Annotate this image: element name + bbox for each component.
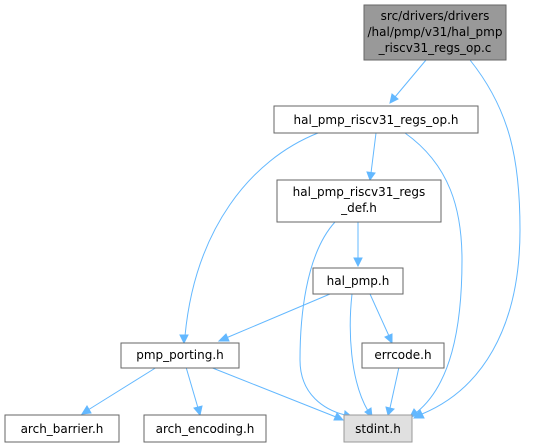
nodes: src/drivers/drivers /hal/pmp/v31/hal_pmp… (4, 4, 507, 443)
node-pmp-porting-h[interactable]: pmp_porting.h (120, 342, 240, 369)
edge-regs-op-h-to-stdint-h (404, 132, 463, 418)
node-errcode-h-label: errcode.h (374, 348, 431, 362)
node-hal-pmp-riscv31-regs-op-h[interactable]: hal_pmp_riscv31_regs_op.h (273, 105, 479, 134)
node-errcode-h[interactable]: errcode.h (361, 342, 445, 369)
edge-pmp-porting-h-to-arch-barrier-h (81, 366, 158, 415)
node-hal-pmp-riscv31-regs-def-h[interactable]: hal_pmp_riscv31_regs _def.h (276, 179, 442, 223)
node-hal-pmp-h[interactable]: hal_pmp.h (312, 267, 404, 295)
edge-hal-pmp-h-to-pmp-porting-h (217, 293, 331, 342)
node-pmp-porting-h-label: pmp_porting.h (136, 348, 224, 362)
node-stdint-h-label: stdint.h (355, 422, 401, 436)
node-regs-def-h-line-1: hal_pmp_riscv31_regs (293, 185, 426, 199)
node-root-line-1: src/drivers/drivers (381, 9, 490, 23)
node-arch-encoding-h-label: arch_encoding.h (156, 422, 255, 436)
node-root-source-file[interactable]: src/drivers/drivers /hal/pmp/v31/hal_pmp… (363, 4, 507, 61)
edges (81, 59, 521, 421)
node-root-line-3: _riscv31_regs_op.c (378, 41, 492, 55)
node-arch-barrier-h[interactable]: arch_barrier.h (4, 414, 120, 443)
edge-hal-pmp-h-to-errcode-h (369, 293, 393, 345)
edge-root-to-regs-op-h (389, 59, 427, 104)
edge-pmp-porting-h-to-arch-encoding-h (185, 366, 203, 417)
node-regs-op-h-label: hal_pmp_riscv31_regs_op.h (293, 113, 458, 127)
node-stdint-h[interactable]: stdint.h (343, 414, 413, 443)
edge-pmp-porting-h-to-stdint-h (209, 366, 345, 421)
edge-regs-op-h-to-pmp-porting-h (179, 132, 319, 345)
node-hal-pmp-h-label: hal_pmp.h (327, 274, 390, 288)
edge-regs-def-h-to-stdint-h (299, 221, 354, 420)
edge-regs-op-h-to-regs-def-h (366, 132, 377, 182)
node-arch-barrier-h-label: arch_barrier.h (21, 422, 104, 436)
node-root-line-2: /hal/pmp/v31/hal_pmp (368, 25, 503, 39)
edge-regs-def-h-to-hal-pmp-h (353, 222, 363, 268)
node-arch-encoding-h[interactable]: arch_encoding.h (143, 414, 267, 443)
node-regs-def-h-line-2: _def.h (340, 201, 377, 215)
edge-errcode-h-to-stdint-h (385, 366, 400, 416)
